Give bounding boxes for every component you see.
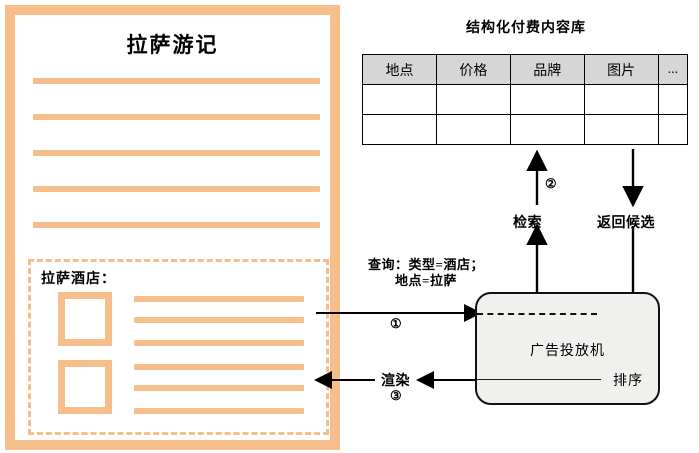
text-line — [33, 78, 320, 84]
table-cell — [657, 114, 689, 145]
table-header-row: 地点 价格 品牌 图片 ... — [362, 54, 689, 85]
table-cell — [583, 114, 659, 145]
thumbnail-placeholder-icon — [58, 360, 112, 414]
list-item-text-line — [134, 296, 304, 302]
step-1-marker: ① — [390, 316, 403, 331]
page-title: 拉萨游记 — [126, 33, 219, 57]
list-item-text-line — [134, 364, 304, 370]
document-panel: 拉萨游记 拉萨酒店： — [5, 5, 340, 450]
list-item-text-line — [134, 385, 304, 391]
render-label: 渲染 — [381, 374, 410, 389]
text-line — [33, 150, 320, 156]
column-header-image: 图片 — [583, 54, 659, 85]
ad-server-box: 广告投放机 排序 — [475, 292, 660, 405]
query-label-line2: 地点=拉萨 — [395, 273, 457, 288]
column-header-price: 价格 — [435, 54, 511, 85]
return-candidates-label: 返回候选 — [597, 216, 655, 231]
retrieve-label: 检索 — [513, 216, 542, 231]
database-title: 结构化付费内容库 — [466, 21, 586, 36]
table-row — [362, 84, 689, 115]
query-label: 查询：类型=酒店； 地点=拉萨 — [341, 257, 511, 289]
list-item-text-line — [134, 317, 304, 323]
step-2-marker: ② — [545, 176, 558, 191]
column-header-brand: 品牌 — [509, 54, 585, 85]
table-cell — [435, 84, 511, 115]
text-line — [33, 186, 320, 192]
ad-server-label: 广告投放机 — [530, 344, 605, 359]
thumbnail-placeholder-icon — [58, 292, 112, 346]
step-3-marker: ③ — [390, 388, 403, 403]
table-cell — [509, 84, 585, 115]
sponsored-block-label: 拉萨酒店： — [41, 272, 116, 287]
column-header-more: ... — [657, 54, 689, 85]
sort-label: 排序 — [613, 374, 643, 389]
table-cell — [583, 84, 659, 115]
table-cell — [657, 84, 689, 115]
table-cell — [362, 114, 437, 145]
list-item-text-line — [134, 408, 304, 414]
query-label-line1: 查询：类型=酒店； — [368, 257, 484, 272]
table-row — [362, 114, 689, 145]
list-item-text-line — [134, 340, 304, 346]
table-cell — [435, 114, 511, 145]
content-database-table: 地点 价格 品牌 图片 ... — [362, 54, 689, 145]
column-header-location: 地点 — [362, 54, 437, 85]
ad-server-divider — [477, 379, 601, 380]
text-line — [33, 222, 320, 228]
ad-slot-dashed-divider — [477, 313, 597, 315]
table-cell — [509, 114, 585, 145]
text-line — [33, 114, 320, 120]
sponsored-content-block: 拉萨酒店： — [28, 259, 329, 435]
